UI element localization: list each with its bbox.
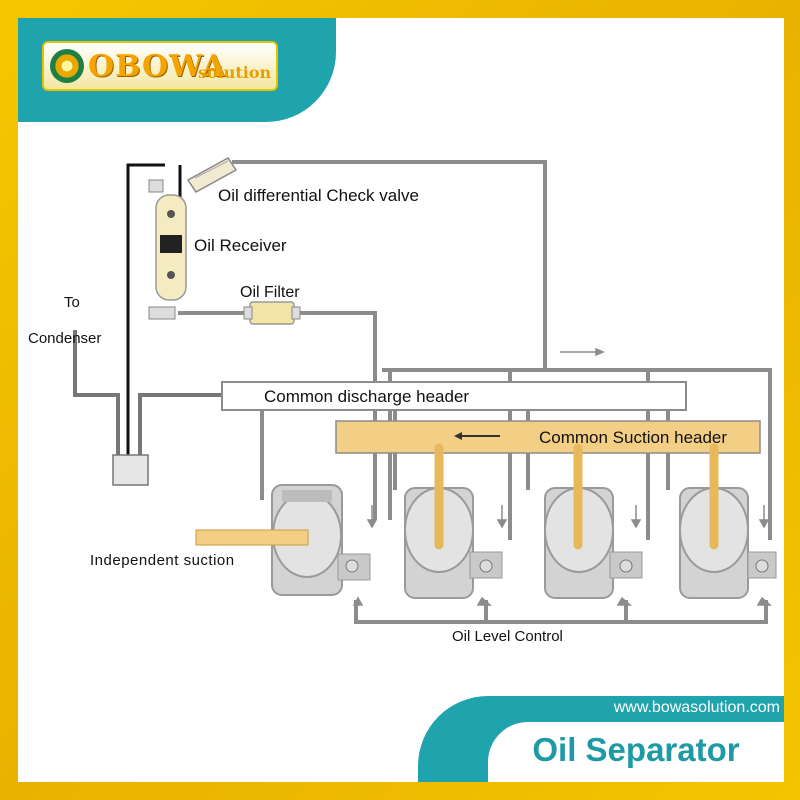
discharge-header-label: Common discharge header: [264, 387, 469, 406]
check-valve-label: Oil differential Check valve: [218, 186, 419, 205]
suction-risers: [434, 443, 719, 550]
logo-wordmark: OBOWA: [88, 49, 227, 84]
suction-header-label: Common Suction header: [539, 428, 727, 447]
to-label: To: [64, 294, 80, 311]
gear-icon: [50, 49, 84, 83]
oil-filter-label: Oil Filter: [240, 284, 300, 301]
suction-flow-arrowhead: [454, 432, 462, 440]
independent-suction-label: Independent suction: [90, 552, 235, 569]
discharge-header: [221, 381, 687, 411]
compressor-3: [544, 487, 643, 599]
condenser-box: [112, 454, 149, 486]
check-valve: [186, 157, 238, 193]
compressor-4: [679, 487, 777, 599]
oil-receiver-label: Oil Receiver: [194, 236, 287, 255]
oil-level-control-label: Oil Level Control: [452, 628, 563, 645]
footer-title-box: [488, 722, 784, 782]
compressor-2: [404, 487, 503, 599]
condenser-label: Condenser: [28, 330, 101, 347]
oil-receiver: [148, 179, 187, 320]
brand-logo: OBOWA solution: [42, 41, 278, 91]
oil-filter: [243, 301, 301, 325]
logo-subtitle: solution: [198, 63, 272, 82]
flow-arrows: [352, 347, 772, 606]
suction-header: [335, 420, 761, 454]
page-title: Oil Separator: [532, 731, 740, 768]
independent-suction-pipe: [195, 529, 309, 546]
website-link[interactable]: www.bowasolution.com: [613, 699, 780, 716]
